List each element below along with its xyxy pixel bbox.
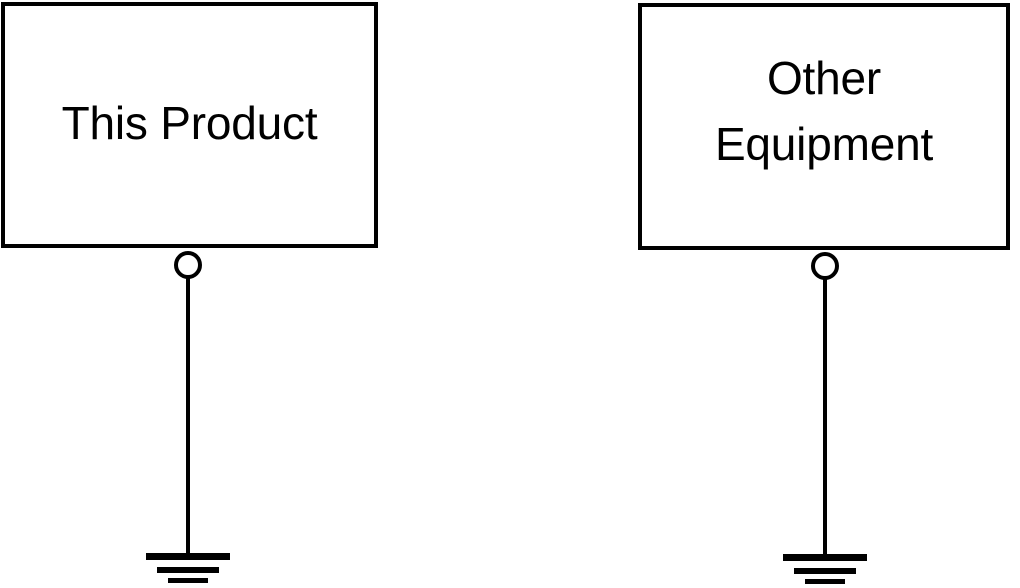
circle-terminal-icon: [174, 251, 202, 279]
earth-ground-bar-bottom-icon: [805, 579, 845, 584]
equipment-box-this-product: This Product: [1, 2, 378, 248]
earth-ground-bar-top-icon: [783, 554, 867, 561]
ground-wire: [823, 278, 827, 557]
earth-ground-bar-top-icon: [146, 553, 230, 560]
equipment-box-label: Other Equipment: [714, 51, 934, 170]
earth-ground-bar-middle-icon: [794, 568, 856, 574]
ground-wire: [186, 277, 190, 557]
ground-assembly-this-product: [128, 0, 248, 588]
earth-ground-bar-middle-icon: [157, 567, 219, 573]
earth-ground-bar-bottom-icon: [168, 578, 208, 583]
equipment-box-other-equipment: Other Equipment: [638, 3, 1010, 250]
ground-assembly-other-equipment: [765, 0, 885, 588]
equipment-box-label: This Product: [61, 97, 318, 149]
circle-terminal-icon: [811, 252, 839, 280]
